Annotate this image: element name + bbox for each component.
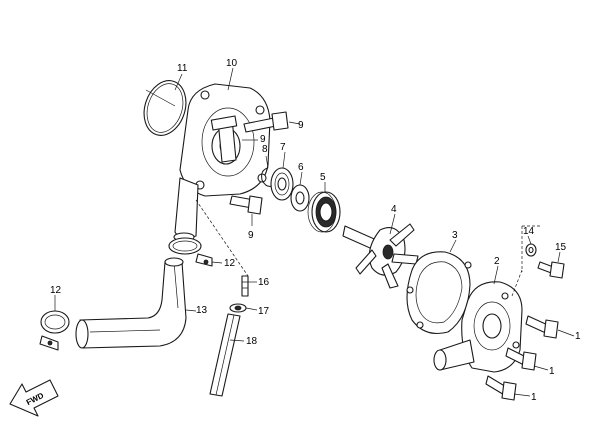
callout-c5: 5: [320, 172, 326, 183]
callout-c8: 8: [262, 144, 268, 155]
part-1-bolt-mid: [505, 347, 537, 371]
part-1-bolt-top: [525, 315, 559, 339]
leader-lines: [54, 67, 575, 397]
callout-c14: 14: [523, 226, 535, 237]
fwd-arrow-icon: [9, 379, 59, 417]
part-9-bolt-lower: [229, 195, 263, 215]
part-11-o-ring: [143, 80, 187, 136]
callout-c9b: 9: [260, 134, 266, 145]
part-1-bolt-bottom: [485, 375, 517, 401]
callout-c7: 7: [280, 142, 286, 153]
part-2-pump-body: [433, 281, 523, 373]
callout-c4: 4: [391, 204, 397, 215]
callout-c11: 11: [177, 63, 188, 74]
part-9-bolt-top: [243, 111, 289, 133]
part-13-hose: [75, 257, 187, 349]
part-14-washer: [525, 243, 537, 257]
callout-c15: 15: [555, 242, 567, 253]
part-8-circlip: [261, 167, 273, 187]
fwd-arrow-badge: FWD: [9, 379, 59, 417]
callout-c1c: 1: [531, 392, 537, 403]
callout-c6: 6: [298, 162, 304, 173]
part-17-clip: [229, 303, 247, 313]
part-5-mechanical-seal: [307, 191, 341, 233]
part-12-hose-clamp-upper: [168, 237, 213, 267]
callout-c10: 10: [226, 58, 238, 69]
callout-c9c: 9: [248, 230, 254, 241]
part-4-impeller: [342, 223, 419, 289]
callout-c13: 13: [196, 305, 208, 316]
callout-c12: 12: [224, 258, 236, 269]
callout-c1b: 1: [549, 366, 555, 377]
part-16-fitting: [241, 275, 249, 297]
callout-c17: 17: [258, 306, 270, 317]
callout-c18: 18: [246, 336, 258, 347]
part-12-hose-clamp-lower: [39, 310, 70, 351]
part-18-tube: [209, 313, 241, 397]
part-15-bolt: [537, 261, 565, 279]
callout-c3: 3: [452, 230, 458, 241]
part-7-bearing: [270, 167, 294, 201]
callout-c9: 9: [298, 120, 304, 131]
part-6-washer: [290, 184, 310, 212]
callout-c16: 16: [258, 277, 270, 288]
part-9-bolt-mid: [210, 115, 238, 163]
callout-c2: 2: [494, 256, 500, 267]
callout-c1: 1: [575, 331, 581, 342]
callout-c12b: 12: [50, 285, 62, 296]
